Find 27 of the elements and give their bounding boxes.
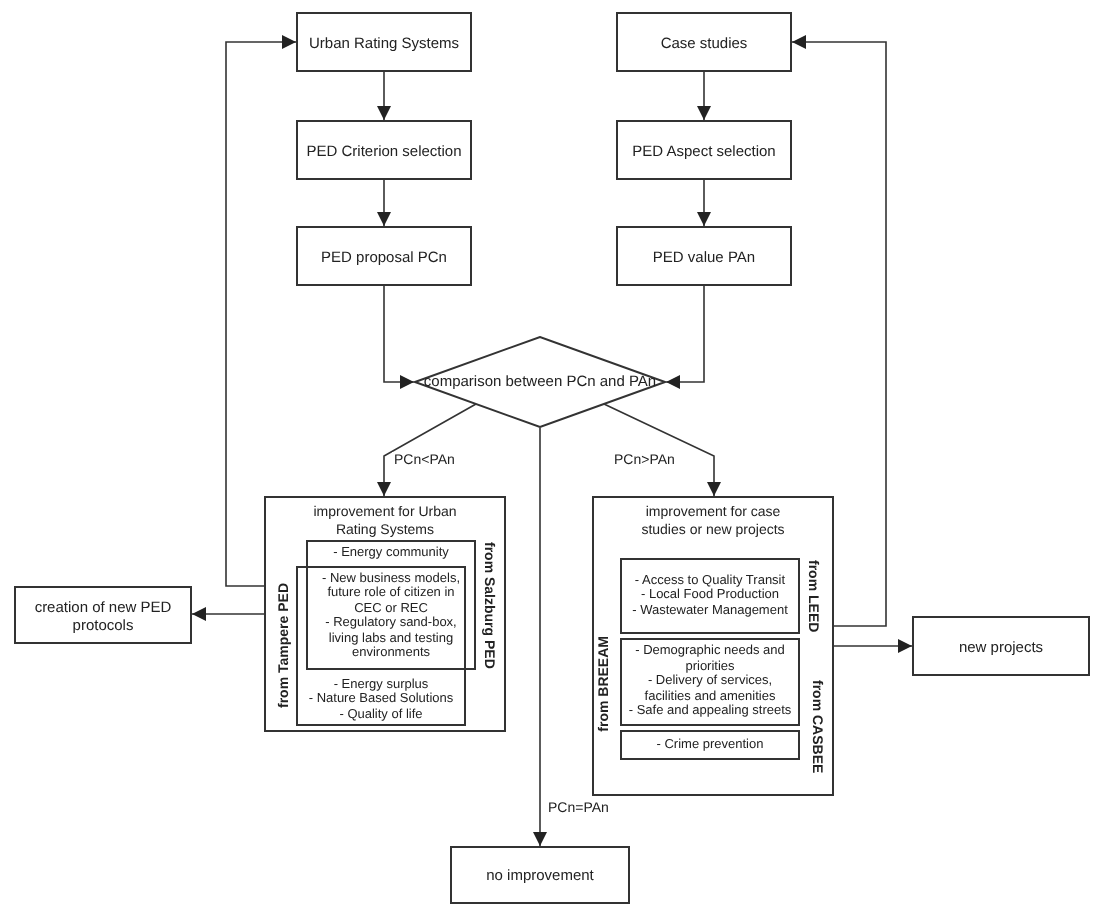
process-box <box>450 846 630 904</box>
arrow <box>377 179 391 227</box>
list-box <box>620 638 800 726</box>
process-box <box>14 586 192 644</box>
process-box <box>616 120 792 180</box>
process-box <box>912 616 1090 676</box>
group-box <box>592 496 834 796</box>
arrow <box>791 35 887 627</box>
process-box <box>296 120 472 180</box>
list-box <box>620 730 800 760</box>
arrow <box>225 35 297 587</box>
process-box <box>296 12 472 72</box>
decision-diamond <box>414 336 666 428</box>
arrow <box>383 285 415 389</box>
arrow <box>191 607 265 621</box>
arrow <box>533 427 547 847</box>
arrow <box>697 179 711 227</box>
arrow <box>377 71 391 121</box>
group-box <box>264 496 506 732</box>
arrow <box>833 639 913 653</box>
process-box <box>616 226 792 286</box>
arrow <box>697 71 711 121</box>
process-box <box>616 12 792 72</box>
arrow <box>603 403 721 497</box>
arrow <box>377 403 477 497</box>
arrow <box>665 285 705 389</box>
process-box <box>296 226 472 286</box>
